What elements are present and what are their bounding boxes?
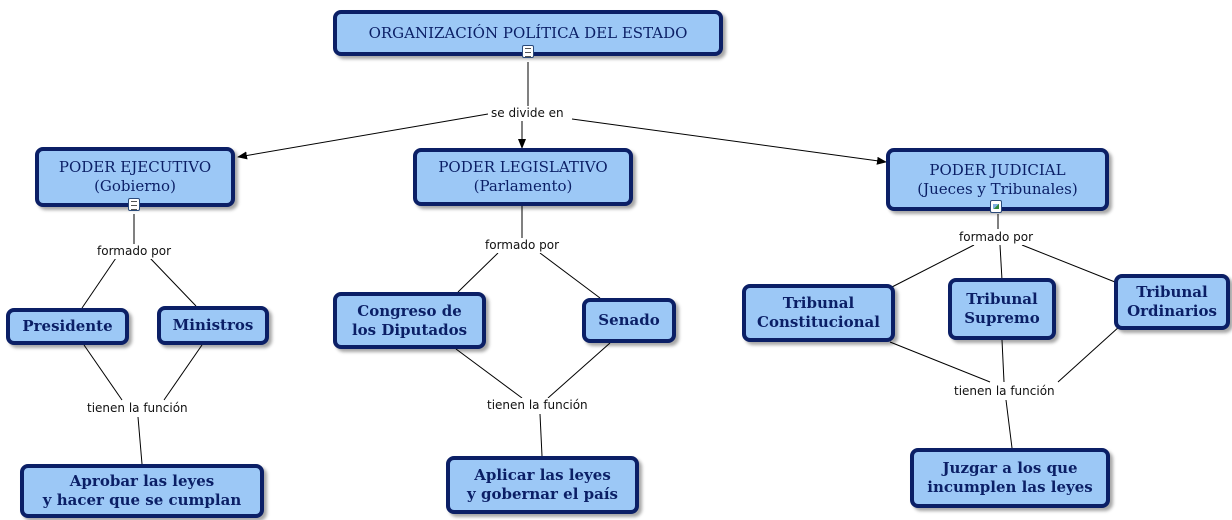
node-poder-ejecutivo[interactable]: PODER EJECUTIVO (Gobierno) <box>35 147 235 207</box>
node-congreso-diputados[interactable]: Congreso de los Diputados <box>333 292 486 349</box>
arrow-to-judicial <box>571 118 887 165</box>
connector-line <box>889 341 991 383</box>
link-label-tienen-la-funcion: tienen la función <box>84 401 191 416</box>
link-label-se-divide-en: se divide en <box>488 106 567 121</box>
arrow-to-ejecutivo <box>237 113 489 160</box>
node-funcion-legislativo[interactable]: Aplicar las leyes y gobernar el país <box>446 456 639 514</box>
connector-line <box>1005 399 1013 449</box>
node-tribunal-constitucional[interactable]: Tribunal Constitucional <box>742 284 895 342</box>
node-presidente[interactable]: Presidente <box>6 308 129 345</box>
connector-line <box>457 252 499 293</box>
node-funcion-judicial[interactable]: Juzgar a los que incumplen las leyes <box>910 448 1110 508</box>
connector-line <box>547 342 611 399</box>
connector-line <box>1001 339 1005 383</box>
document-icon[interactable] <box>128 198 140 211</box>
link-label-formado-por: formado por <box>94 244 174 259</box>
link-label-tienen-la-funcion: tienen la función <box>951 384 1058 399</box>
connector-line <box>163 344 203 401</box>
link-label-formado-por: formado por <box>956 230 1036 245</box>
connector-line <box>539 413 543 457</box>
connector-line <box>539 252 601 299</box>
connector-line <box>455 348 523 399</box>
node-tribunal-ordinarios[interactable]: Tribunal Ordinarios <box>1114 274 1230 330</box>
link-label-formado-por: formado por <box>482 238 562 253</box>
connector-line <box>1021 244 1121 285</box>
node-poder-legislativo[interactable]: PODER LEGISLATIVO (Parlamento) <box>413 148 633 206</box>
connector-line <box>149 257 197 307</box>
connector-line <box>889 244 975 289</box>
node-senado[interactable]: Senado <box>582 298 676 343</box>
link-label-tienen-la-funcion: tienen la función <box>484 398 591 413</box>
node-tribunal-supremo[interactable]: Tribunal Supremo <box>948 278 1056 340</box>
connector-line <box>999 244 1003 281</box>
document-icon[interactable] <box>522 45 534 58</box>
connector-line <box>1057 325 1121 383</box>
connector-line <box>81 257 117 309</box>
node-ministros[interactable]: Ministros <box>157 306 269 345</box>
image-icon[interactable] <box>990 200 1002 213</box>
connector-line <box>83 344 123 401</box>
node-funcion-ejecutivo[interactable]: Aprobar las leyes y hacer que se cumplan <box>20 464 264 518</box>
connector-line <box>137 416 143 465</box>
